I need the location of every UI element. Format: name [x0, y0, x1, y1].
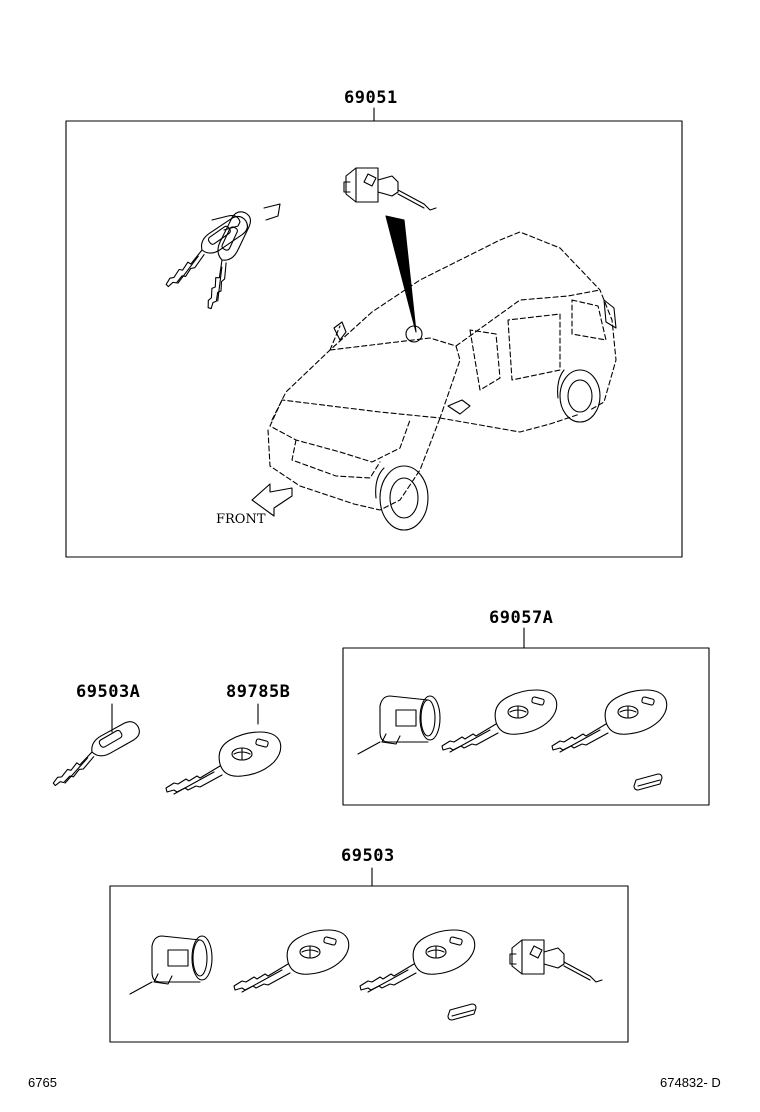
vehicle-icon — [267, 231, 617, 511]
part-number-69057A: 69057A — [489, 608, 554, 628]
part-number-69503A: 69503A — [76, 682, 141, 702]
part-number-69051: 69051 — [344, 88, 398, 108]
transponder-key-icon — [441, 689, 558, 753]
leader-arrow — [385, 215, 417, 333]
lock-cylinder-icon — [357, 695, 441, 755]
footer-right-code: 674832- D — [660, 1075, 721, 1090]
part-number-89785B: 89785B — [226, 682, 291, 702]
group-69503-frame — [109, 885, 629, 1043]
transponder-key-icon — [551, 689, 668, 753]
part-number-69503: 69503 — [341, 846, 395, 866]
front-arrow-icon — [251, 483, 293, 517]
transponder-chip-icon — [633, 773, 663, 791]
transponder-chip-icon — [447, 1003, 477, 1021]
group-69057A-frame — [342, 647, 710, 806]
ignition-switch-icon — [509, 939, 603, 983]
front-label: FRONT — [216, 512, 266, 527]
install-point — [405, 325, 423, 343]
vehicle-wheels — [333, 299, 617, 531]
key-set-icon — [152, 203, 281, 311]
ignition-switch-icon — [343, 167, 437, 211]
transponder-key-icon — [165, 731, 282, 795]
group-69051-frame — [65, 120, 683, 558]
lock-cylinder-icon — [129, 935, 213, 995]
key-icon — [41, 718, 149, 788]
footer-left-code: 6765 — [28, 1075, 57, 1090]
transponder-key-icon — [359, 929, 476, 993]
transponder-key-icon — [233, 929, 350, 993]
